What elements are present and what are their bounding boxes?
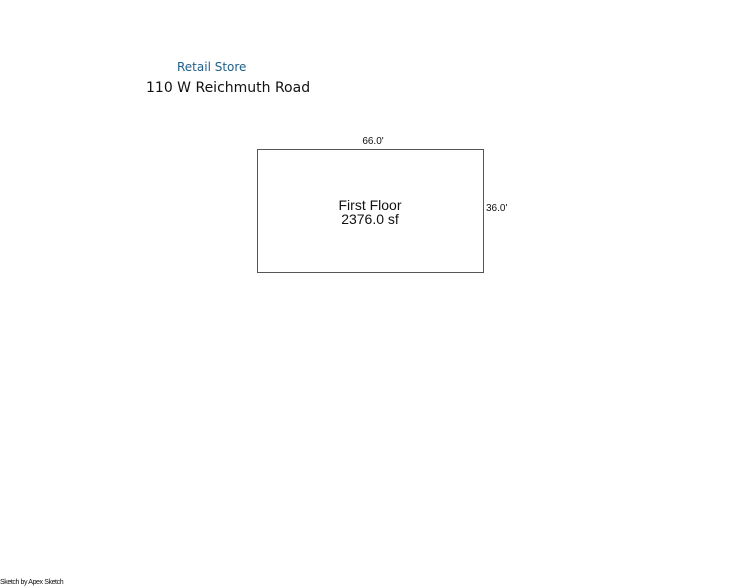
property-address: 110 W Reichmuth Road: [146, 80, 311, 96]
depth-dimension: 36.0': [486, 203, 507, 214]
width-dimension: 66.0': [362, 136, 383, 147]
area-name: First Floor: [339, 197, 402, 213]
area-size: 2376.0 sf: [341, 211, 399, 227]
sketch-credit: Sketch by Apex Sketch: [0, 579, 64, 586]
floor-outline: [257, 149, 484, 273]
property-type-label: Retail Store: [177, 60, 247, 74]
